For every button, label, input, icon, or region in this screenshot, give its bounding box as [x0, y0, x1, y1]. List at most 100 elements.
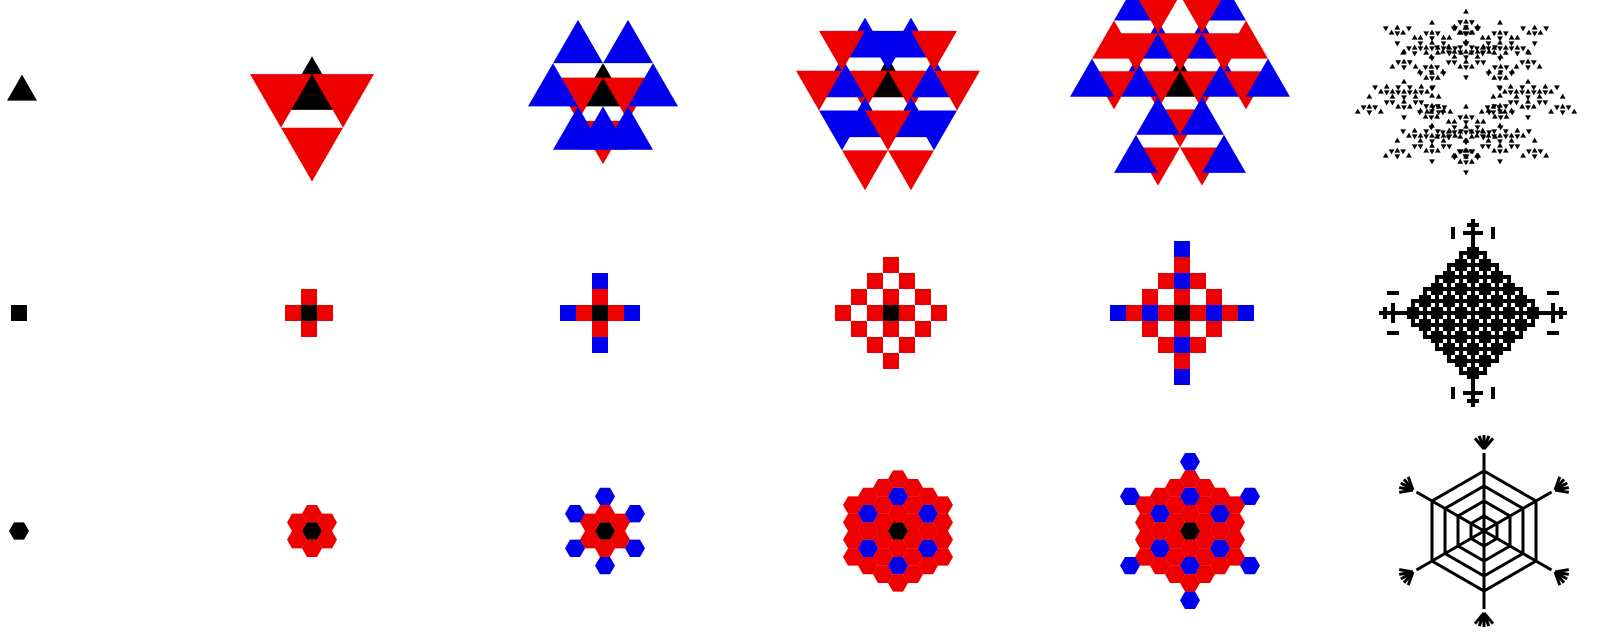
fractal-cell: [1480, 60, 1486, 65]
fractal-cell: [1499, 335, 1503, 339]
fractal-cell: [1523, 319, 1527, 323]
fractal-cell: [1415, 315, 1419, 319]
fractal-cell: [1429, 36, 1435, 41]
fractal-cell: [1455, 299, 1459, 303]
triangle-stage-5: [1070, 0, 1290, 186]
fractal-cell: [1406, 46, 1412, 51]
hexagon-stage-3: [565, 488, 645, 575]
fractal-cell: [1475, 60, 1481, 65]
square-cell: [301, 305, 317, 321]
fractal-cell: [1495, 335, 1499, 339]
fractal-cell: [1497, 36, 1503, 41]
fractal-cell: [1431, 299, 1435, 303]
fractal-cell: [1503, 291, 1507, 295]
fractal-cell: [1486, 35, 1492, 40]
fractal-cell: [1491, 231, 1495, 235]
fractal-cell: [1455, 323, 1459, 327]
fractal-cell: [1471, 259, 1475, 263]
fractal-cell: [1507, 283, 1511, 287]
fractal-cell: [1551, 303, 1555, 307]
fractal-cell: [1431, 311, 1435, 315]
fractal-cell: [1379, 311, 1383, 315]
fractal-cell: [1497, 143, 1503, 148]
square-cell: [835, 305, 851, 321]
fractal-cell: [1509, 108, 1515, 113]
fractal-cell: [1459, 299, 1463, 303]
fractal-cell: [1492, 65, 1498, 70]
fractal-cell: [1467, 323, 1471, 327]
fractal-cell: [1499, 271, 1503, 275]
fractal-cell: [1483, 347, 1487, 351]
fractal-cell: [1491, 271, 1495, 275]
fractal-cell: [1475, 371, 1479, 375]
fractal-cell: [1491, 395, 1495, 399]
fractal-cell: [1548, 89, 1554, 94]
fractal-cell: [1499, 299, 1503, 303]
fractal-cell: [1418, 108, 1424, 113]
square-stage-2: [285, 289, 333, 337]
square-cell: [851, 321, 867, 337]
fractal-cell: [1415, 323, 1419, 327]
fractal-cell: [1491, 279, 1495, 283]
fractal-cell: [1495, 331, 1499, 335]
fractal-cell: [1539, 311, 1543, 315]
fractal-cell: [1509, 46, 1515, 51]
fractal-cell: [1511, 287, 1515, 291]
square-cell: [1142, 321, 1158, 337]
fractal-cell: [1514, 51, 1520, 56]
fractal-cell: [1423, 291, 1427, 295]
fractal-cell: [1495, 275, 1499, 279]
fractal-cell: [1429, 143, 1435, 148]
fractal-cell: [1459, 363, 1463, 367]
hexagon-limit-fractal: [1399, 435, 1569, 627]
fractal-cell: [1447, 315, 1451, 319]
fractal-cell: [1474, 133, 1480, 138]
fractal-cell: [1498, 64, 1504, 69]
fractal-cell: [1443, 295, 1447, 299]
fractal-cell: [1378, 89, 1384, 94]
fractal-cell: [1499, 343, 1503, 347]
fractal-cell: [1446, 35, 1452, 40]
fractal-cell: [1467, 271, 1471, 275]
fractal-cell: [1413, 64, 1419, 69]
fractal-cell: [1419, 323, 1423, 327]
fractal-cell: [1435, 287, 1439, 291]
fractal-cell: [1452, 60, 1458, 65]
triangle-stage-3: [528, 20, 678, 164]
fractal-cell: [1447, 271, 1451, 275]
fractal-cell: [1532, 25, 1538, 30]
fractal-cell: [1423, 315, 1427, 319]
fractal-cell: [1467, 359, 1471, 363]
fractal-cell: [1520, 153, 1526, 158]
fractal-cell: [1459, 319, 1463, 323]
fractal-cell: [1531, 60, 1537, 65]
fractal-cell: [1471, 359, 1475, 363]
fractal-cell: [1515, 299, 1519, 303]
fractal-cell: [1429, 30, 1435, 35]
triangle-cell: [603, 20, 653, 63]
fractal-cell: [1394, 154, 1400, 159]
fractal-cell: [1431, 287, 1435, 291]
fractal-cell: [1491, 263, 1495, 267]
fractal-cell: [1435, 75, 1441, 80]
fractal-cell: [1411, 303, 1415, 307]
fractal-cell: [1463, 347, 1467, 351]
fractal-cell: [1395, 85, 1401, 90]
fractal-cell: [1509, 41, 1515, 46]
fractal-cell: [1447, 267, 1451, 271]
fractal-cell: [1467, 275, 1471, 279]
fractal-cell: [1479, 267, 1483, 271]
fractal-cell: [1471, 371, 1475, 375]
square-cell: [1206, 289, 1222, 305]
fractal-cell: [1467, 287, 1471, 291]
square-cell: [592, 337, 608, 353]
fractal-cell: [1455, 315, 1459, 319]
fractal-cell: [1491, 129, 1497, 134]
fractal-cell: [1447, 307, 1451, 311]
fractal-cell: [1511, 307, 1515, 311]
fractal-cell: [1471, 267, 1475, 271]
fractal-cell: [1495, 355, 1499, 359]
fractal-cell: [1559, 315, 1563, 319]
fractal-cell: [1499, 323, 1503, 327]
